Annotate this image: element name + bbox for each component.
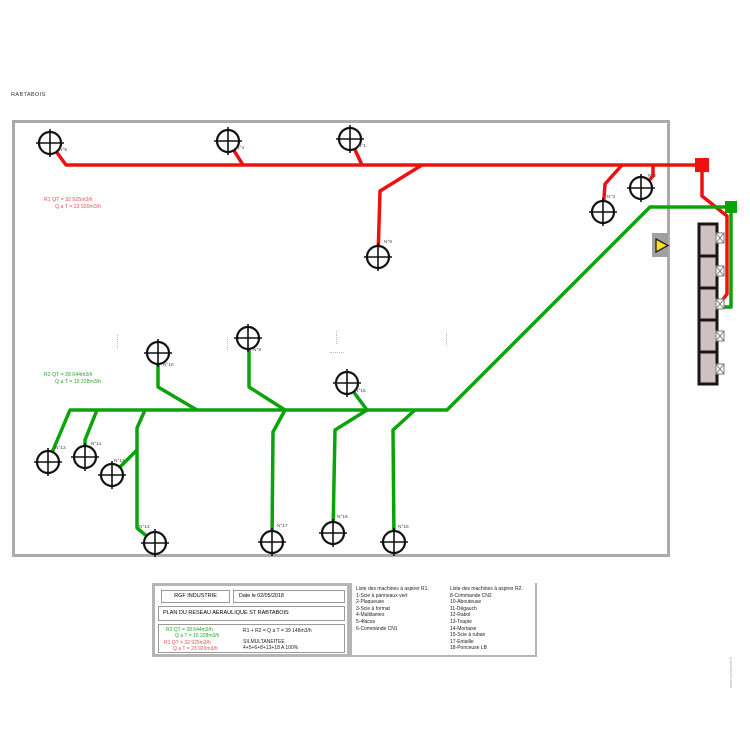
watermark: www.archifacile.fr [728,656,733,688]
node-symbol [589,198,617,226]
node-label-n18: N°18 [337,515,348,520]
red-duct-network[interactable] [48,138,729,304]
extraction-node-symbols[interactable] [34,125,655,557]
machine-list-r2: Liste des machines à aspirer R2. 8-Comma… [450,586,523,652]
node-symbol [333,369,361,397]
machine-list-r2-header: Liste des machines à aspirer R2. [450,586,523,592]
yellow-arrow-icon [655,237,670,254]
total-flow-summary: R1 + R2 = Q a T = 39 148m3/h [243,628,312,634]
node-label-n17: N°17 [277,524,288,529]
machine-list-r1-header: Liste des machines à aspirer R1. [356,586,429,592]
machine-connector-icons [715,232,725,375]
node-symbol [141,529,169,557]
plan-frame [12,120,670,557]
plan-title: PLAN DU RESEAU AERAULIQUE ST RABTABOIS [158,606,345,621]
r2-flow-summary-line1: R2 QT = 28 644m3/h [166,627,213,633]
node-label-n4: N°4 [236,146,245,151]
machine-list-item: 17-Entaille [450,638,474,645]
flow-direction-arrow[interactable] [652,233,670,257]
r2-flow-annotation: R2 QT = 28 644m3/h Q a T = 15 228m3/h [44,372,101,386]
r1-flow-summary-line1: R1 QT = 32 925m3/h [164,640,211,646]
node-label-n11: N°11 [91,442,102,447]
node-label-n2: N°2 [648,174,657,179]
node-symbol [144,339,172,367]
node-symbol [336,125,364,153]
connector-x-icon [715,265,725,277]
node-label-n15: N°15 [355,389,366,394]
machine-list-item: 13-Toupie [450,618,472,625]
node-symbol [364,243,392,271]
machine-list-item: 12-Rabot [450,612,471,619]
plan-date: Date le 02/05/2018 [233,590,345,603]
node-label-n8: N°8 [253,348,262,353]
node-symbol [98,461,126,489]
simultaneity-note: SILMULTANEITEE 4+5+6+8+13+18 A 100% [243,639,298,651]
machine-list-item: 2-Plaqueuse [356,599,385,606]
r2-flow-summary: R2 QT = 28 644m3/h Q a T = 15 228m3/h [166,627,219,639]
node-label-n10: N°10 [163,363,174,368]
machine-list-item: 3-Scie à format [356,605,390,612]
dimension-mark [227,337,228,350]
r2-flow-line2: Q a T = 15 228m3/h [55,378,102,385]
dimension-mark [117,335,118,348]
node-symbol [36,129,64,157]
node-symbol [627,174,655,202]
node-label-n12: N°12 [114,459,125,464]
node-symbol [258,528,286,556]
node-label-n6: N°6 [384,240,393,245]
machine-list-item: 8-Commande CN2 [450,592,492,599]
node-symbol [71,443,99,471]
machine-list-item: 4-Multilames [356,612,385,619]
machine-lists: Liste des machines à aspirer R1. 1-Scie … [350,583,537,657]
node-label-n3: N°3 [607,195,616,200]
node-symbol [234,324,262,352]
r1-flow-annotation: R1 QT = 32 925m3/h Q a T = 23 920m3/h [44,197,101,211]
r1-flow-summary: R1 QT = 32 925m3/h Q a T = 23 920m3/h [164,640,217,652]
dimension-mark [336,331,337,344]
machine-list-item: 15-Scie à ruban [450,632,486,639]
company-name: RGF INDUSTRIE [161,590,230,603]
machine-blocks[interactable] [697,222,719,386]
node-symbol [319,519,347,547]
machine-list-item: 5-4faces [356,618,376,625]
node-label-n13: N°13 [55,446,66,451]
machine-list-r1: Liste des machines à aspirer R1. 1-Scie … [356,586,429,632]
machine-list-item: 1-Scie à panneaux vert [356,592,408,599]
machine-list-item: 11-Dégauch [450,605,477,612]
dimension-mark [446,333,447,346]
machine-list-item: 6-Commande CN1 [356,625,398,632]
node-label-n5: N°5 [59,148,68,153]
title-block: RGF INDUSTRIE Date le 02/05/2018 PLAN DU… [152,583,537,657]
node-symbol [34,448,62,476]
r1-flow-summary-line2: Q a T = 23 920m3/h [173,646,218,653]
r2-flow-summary-line2: Q a T = 15 228m3/h [175,633,220,640]
node-label-n14: N°14 [139,525,150,530]
node-symbol [380,528,408,556]
connector-x-icon [715,298,725,310]
title-block-left: RGF INDUSTRIE Date le 02/05/2018 PLAN DU… [152,583,350,657]
simultaneity-line2: 4+5+6+8+13+18 A 100% [243,645,299,652]
simultaneity-line1: SILMULTANEITEE [243,639,285,645]
r1-flow-line1: R1 QT = 32 925m3/h [44,197,93,203]
project-label: RABTABOIS [11,92,46,98]
green-network-endpoint-square[interactable] [725,201,737,213]
connector-x-icon [715,330,725,342]
dimension-mark [330,352,344,353]
node-label-n16: N°16 [398,525,409,530]
node-label-n1: N°1 [358,144,367,149]
red-network-endpoint-square[interactable] [695,158,709,172]
r2-flow-line1: R2 QT = 28 644m3/h [44,372,93,378]
connector-x-icon [715,232,725,244]
machine-list-item: 18-Ponceuse LB [450,645,487,652]
connector-x-icon [715,363,725,375]
machine-list-item: 10-Abouteuse [450,599,482,606]
node-symbol [214,127,242,155]
r1-flow-line2: Q a T = 23 920m3/h [55,203,102,210]
machine-list-item: 14-Mortaise [450,625,477,632]
flow-summary-box: R2 QT = 28 644m3/h Q a T = 15 228m3/h R1… [158,624,345,653]
